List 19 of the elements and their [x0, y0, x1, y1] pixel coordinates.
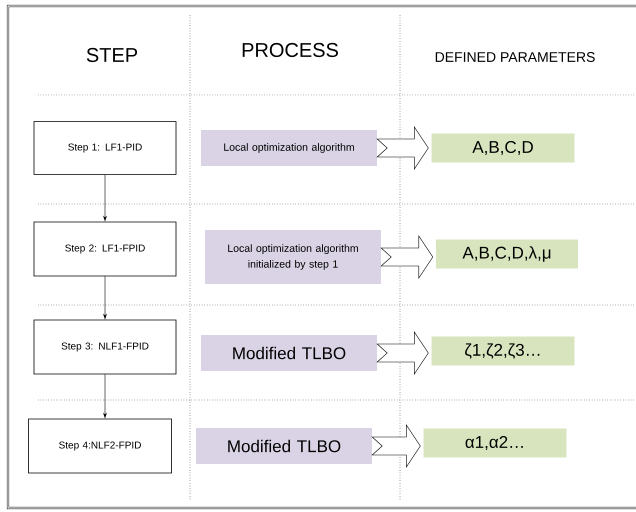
- step-box: Step 3: NLF1-FPID: [34, 320, 176, 374]
- block-arrow: [376, 331, 429, 375]
- process-box: Modified TLBO: [196, 428, 372, 464]
- parameter-box: A,B,C,D: [432, 134, 574, 162]
- step-box: Step 4:NLF2-FPID: [28, 418, 172, 474]
- parameter-box: ζ1,ζ2,ζ3…: [432, 336, 574, 366]
- step-box: Step 1: LF1-PID: [34, 121, 176, 175]
- column-heading: DEFINED PARAMETERS: [436, 52, 595, 62]
- column-heading: STEP: [86, 48, 138, 62]
- column-heading: PROCESS: [242, 42, 338, 58]
- parameter-box: A,B,C,D,λ,μ: [436, 240, 578, 268]
- process-box: Local optimization algorithm initialized by step 1: [205, 230, 381, 284]
- block-arrow: [380, 235, 434, 279]
- process-box: Modified TLBO: [201, 335, 377, 371]
- step-box: Step 2: LF1-FPID: [34, 222, 176, 276]
- process-box: Local optimization algorithm: [201, 130, 377, 166]
- block-arrow: [371, 424, 421, 468]
- block-arrow: [376, 126, 429, 170]
- parameter-box: α1,α2…: [424, 428, 566, 458]
